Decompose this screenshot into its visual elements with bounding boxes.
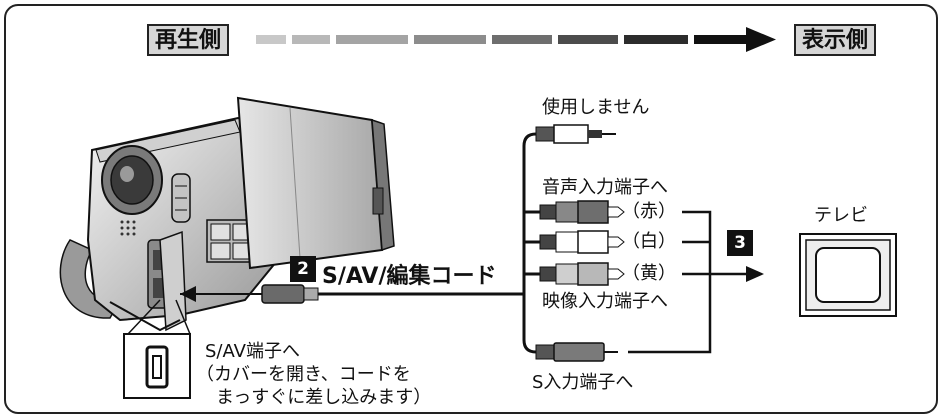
unused-plug-label: 使用しません (542, 97, 650, 118)
instruction-line-2: まっすぐに差し込みます） (216, 387, 432, 408)
audio-input-label: 音声入力端子へ (542, 177, 668, 198)
jack-label: S/AV端子へ (205, 341, 300, 362)
red-label: （赤） (622, 201, 676, 222)
white-plug (539, 230, 625, 254)
sav-cable (180, 284, 524, 304)
television-illustration (799, 233, 897, 317)
s-input-label: S入力端子へ (532, 372, 634, 393)
camcorder-illustration (59, 96, 395, 332)
instruction-line-1: （カバーを開き、コードを (196, 364, 411, 385)
cable-name: S/AV/編集コード (322, 264, 497, 289)
tv-label: テレビ (814, 205, 868, 226)
destination-side-label: 表示側 (794, 24, 877, 56)
red-plug (539, 200, 625, 224)
source-side-label: 再生側 (147, 24, 230, 56)
sav-jack-zoom (123, 299, 191, 399)
yellow-plug (539, 262, 625, 286)
unused-plug (535, 124, 616, 144)
tv-routing (628, 210, 746, 354)
cable-bundle (522, 132, 540, 354)
yellow-label: （黄） (622, 263, 676, 284)
step-2-badge: 2 (290, 256, 316, 282)
diagram-frame (4, 4, 938, 414)
direction-arrow (256, 27, 776, 52)
s-plug (535, 342, 618, 362)
tv-arrow-head (746, 266, 764, 282)
white-label: （白） (622, 231, 676, 252)
video-input-label: 映像入力端子へ (542, 291, 668, 312)
step-3-badge: 3 (727, 230, 753, 256)
